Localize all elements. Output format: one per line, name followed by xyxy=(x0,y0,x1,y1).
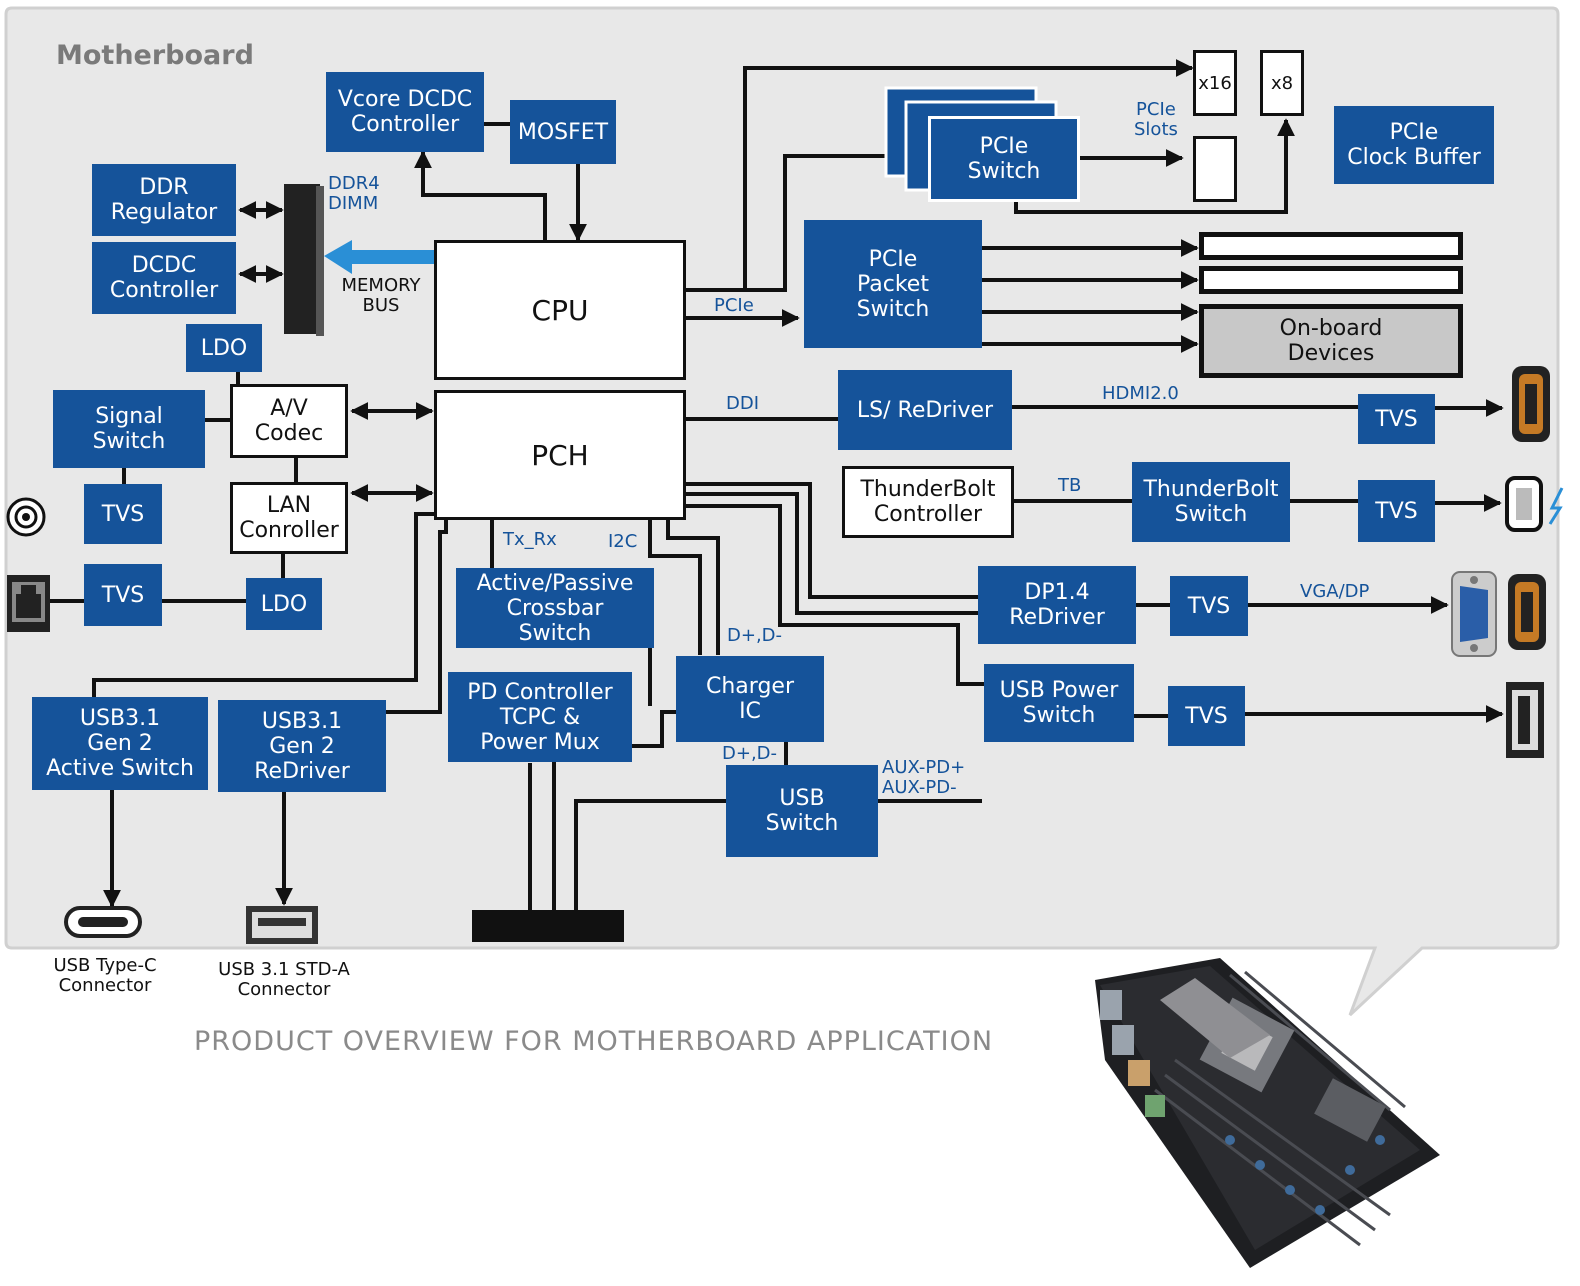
vga-port-icon xyxy=(1451,571,1497,657)
tb-label: TB xyxy=(1058,475,1082,496)
pcie-slot-bar-2 xyxy=(1199,266,1463,294)
pcie-slot-empty xyxy=(1193,136,1237,202)
thunderbolt-controller-block: ThunderBolt Controller xyxy=(842,466,1014,538)
usb31-redriver-block: USB3.1 Gen 2 ReDriver xyxy=(218,700,386,792)
line-pch-dp xyxy=(686,482,978,599)
page-caption: PRODUCT OVERVIEW FOR MOTHERBOARD APPLICA… xyxy=(194,1026,994,1057)
ddr-regulator-block: DDR Regulator xyxy=(92,164,236,236)
pcie-slot-x8: x8 xyxy=(1260,50,1304,116)
dp-redriver-block: DP1.4 ReDriver xyxy=(978,566,1136,644)
tvs-usb-block: TVS xyxy=(1168,686,1245,746)
pcie-label: PCIe xyxy=(714,295,754,316)
tx-rx-label: Tx_Rx xyxy=(503,529,557,550)
mosfet-block: MOSFET xyxy=(510,100,616,164)
ldo-bottom-block: LDO xyxy=(246,578,322,630)
i2c-label: I2C xyxy=(608,531,638,552)
displayport-icon xyxy=(1508,574,1546,650)
line-pch-usb-redriver xyxy=(386,520,448,714)
line-bus-2 xyxy=(552,710,676,912)
aux-pd-label: AUX-PD+ AUX-PD- xyxy=(882,757,966,798)
usb-a-connector-icon xyxy=(246,906,318,944)
dimm-bar xyxy=(284,184,320,334)
pcie-slot-x16: x16 xyxy=(1193,50,1237,116)
tvs-left-1-block: TVS xyxy=(84,484,162,544)
line-pch-usb-active xyxy=(92,512,434,697)
signal-switch-block: Signal Switch xyxy=(53,390,205,468)
ddr4-dimm-label: DDR4 DIMM xyxy=(328,173,380,214)
hdmi-label: HDMI2.0 xyxy=(1102,383,1179,404)
ls-redriver-block: LS/ ReDriver xyxy=(838,370,1012,450)
av-codec-block: A/V Codec xyxy=(230,384,348,458)
vga-dp-label: VGA/DP xyxy=(1300,581,1370,602)
audio-jack-icon xyxy=(6,497,46,537)
crossbar-switch-block: Active/Passive Crossbar Switch xyxy=(456,568,654,648)
pcie-slot-bar-1 xyxy=(1199,232,1463,260)
hdmi-port-icon xyxy=(1512,366,1550,442)
line-cpu-vcore xyxy=(414,150,547,242)
line-pch-usbpower xyxy=(686,504,984,686)
ldo-top-block: LDO xyxy=(186,324,262,372)
dpdm-label-1: D+,D- xyxy=(727,625,783,646)
usb-power-switch-block: USB Power Switch xyxy=(984,664,1134,742)
line-pcie-switch-x8 xyxy=(1014,118,1295,214)
ethernet-port-icon xyxy=(7,575,50,632)
usb-switch-block: USB Switch xyxy=(726,765,878,857)
usb31-active-switch-block: USB3.1 Gen 2 Active Switch xyxy=(32,697,208,790)
memory-bus-label: MEMORY BUS xyxy=(341,275,421,316)
line-pch-dp-2 xyxy=(686,492,978,615)
pcie-packet-switch-block: PCIe Packet Switch xyxy=(804,220,982,348)
pch-block: PCH xyxy=(434,390,686,520)
charger-ic-block: Charger IC xyxy=(676,656,824,742)
tvs-tb-block: TVS xyxy=(1358,480,1435,542)
line-bus-3 xyxy=(574,799,726,912)
pd-controller-block: PD Controller TCPC & Power Mux xyxy=(448,672,632,762)
ddi-label: DDI xyxy=(726,393,760,414)
motherboard-photo xyxy=(1095,958,1440,1268)
tvs-hdmi-block: TVS xyxy=(1358,394,1435,444)
line-pch-charger xyxy=(648,520,702,655)
dpdm-label-2: D+,D- xyxy=(722,743,778,764)
tvs-dp-block: TVS xyxy=(1170,576,1248,636)
line-pch-charger-2 xyxy=(666,520,720,655)
usb-stda-caption: USB 3.1 STD-A Connector xyxy=(218,959,350,1000)
usb-a-port-icon xyxy=(1506,682,1544,758)
pcie-switch-block: PCIe Switch xyxy=(928,116,1080,202)
line-cpu-pcie-switch xyxy=(686,154,888,292)
onboard-devices-block: On-board Devices xyxy=(1199,304,1463,378)
vcore-dcdc-controller-block: Vcore DCDC Controller xyxy=(326,72,484,152)
lan-controller-block: LAN Conroller xyxy=(230,482,348,554)
pcie-clock-buffer-block: PCIe Clock Buffer xyxy=(1334,106,1494,184)
usb-typec-caption: USB Type-C Connector xyxy=(53,955,157,996)
usb-c-port-icon xyxy=(64,906,142,938)
thunderbolt-switch-block: ThunderBolt Switch xyxy=(1132,462,1290,542)
pcie-slots-label: PCIe Slots xyxy=(1134,99,1178,140)
memory-bus-arrow xyxy=(324,240,434,274)
diagram-title: Motherboard xyxy=(56,40,254,71)
cpu-block: CPU xyxy=(434,240,686,380)
dcdc-controller-block: DCDC Controller xyxy=(92,242,236,314)
thunderbolt-port-icon xyxy=(1505,476,1564,532)
bottom-connector-bar xyxy=(472,910,624,942)
tvs-left-2-block: TVS xyxy=(84,564,162,626)
